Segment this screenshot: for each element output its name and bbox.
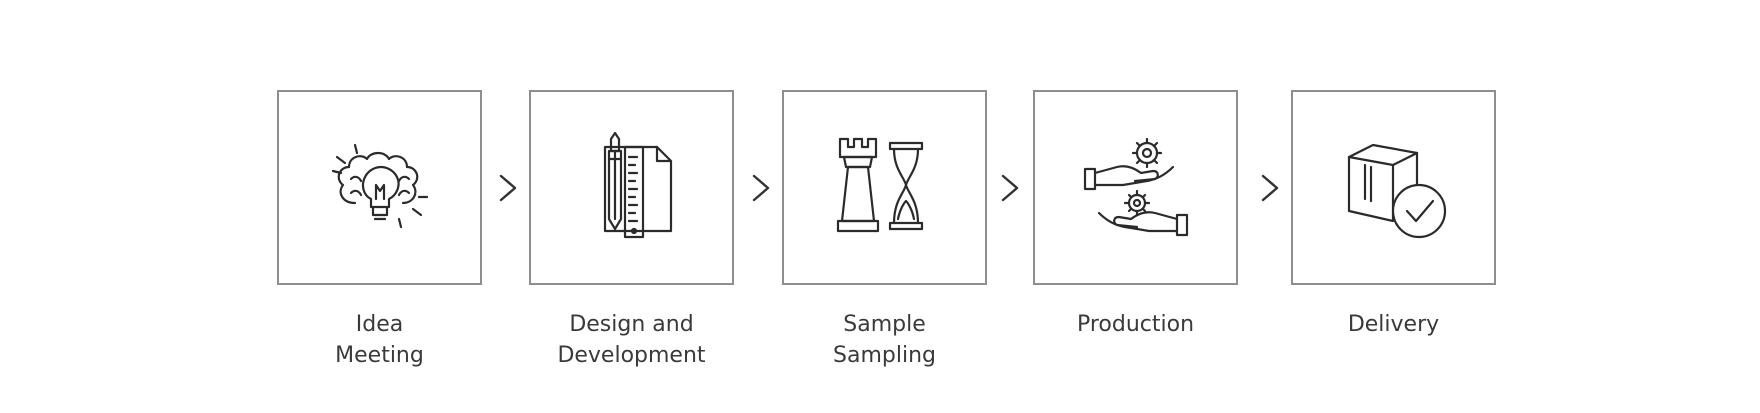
step-label: Production xyxy=(1033,309,1238,340)
chevron-right-icon xyxy=(752,174,770,202)
step-production: Production xyxy=(1033,90,1238,340)
chevron-right-icon xyxy=(499,174,517,202)
step-box xyxy=(1291,90,1496,285)
step-label: Sample Sampling xyxy=(782,309,987,371)
hands-gears-icon xyxy=(1083,137,1188,236)
step-idea-meeting: Idea Meeting xyxy=(277,90,482,371)
step-label-line: Delivery xyxy=(1347,312,1440,337)
step-label-line: Meeting xyxy=(335,343,424,368)
chess-rook-hourglass-icon xyxy=(836,137,923,232)
step-label: Idea Meeting xyxy=(277,309,482,371)
step-label-line: Sampling xyxy=(833,343,936,368)
step-box xyxy=(529,90,734,285)
pencil-ruler-document-icon xyxy=(603,131,672,238)
chevron-right-icon xyxy=(1001,174,1019,202)
step-box xyxy=(1033,90,1238,285)
chevron-right-icon xyxy=(1261,174,1279,202)
step-label: Design and Development xyxy=(529,309,734,371)
brain-lightbulb-icon xyxy=(331,143,428,228)
step-box xyxy=(782,90,987,285)
step-label: Delivery xyxy=(1291,309,1496,340)
step-box xyxy=(277,90,482,285)
step-label-line: Production xyxy=(1076,312,1195,337)
box-checkmark-icon xyxy=(1347,143,1446,238)
step-label-line: Sample xyxy=(843,312,926,337)
step-label-line: Development xyxy=(557,343,706,368)
step-design-development: Design and Development xyxy=(529,90,734,371)
step-label-line: Design and xyxy=(569,312,694,337)
step-delivery: Delivery xyxy=(1291,90,1496,340)
step-label-line: Idea xyxy=(355,312,404,337)
step-sample-sampling: Sample Sampling xyxy=(782,90,987,371)
